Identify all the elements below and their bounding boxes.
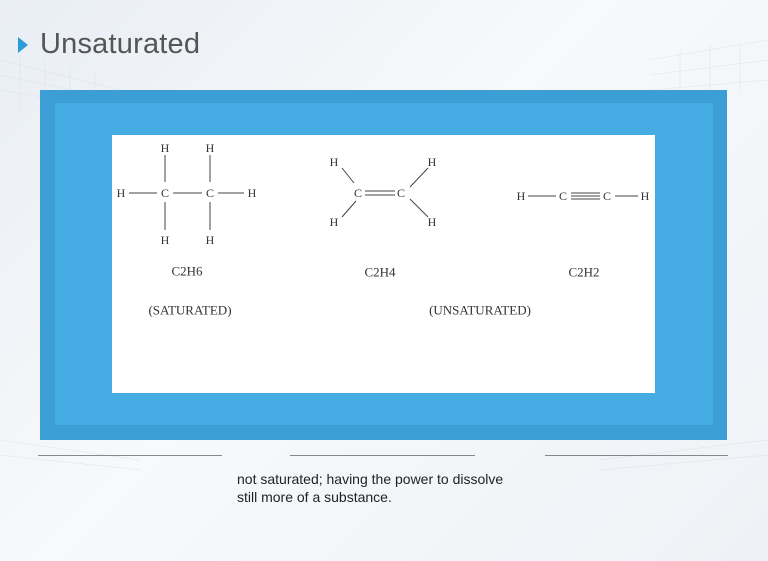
unsaturated-label: (UNSATURATED) [429, 303, 531, 318]
atom-c: C [397, 186, 405, 200]
atom-h: H [206, 141, 215, 155]
atom-h: H [330, 155, 339, 169]
atom-c: C [161, 186, 169, 200]
definition-text: not saturated; having the power to disso… [237, 470, 503, 506]
divider [290, 455, 475, 456]
definition-line: not saturated; having the power to disso… [237, 471, 504, 487]
ethane-formula: C2H6 [171, 264, 203, 279]
divider [545, 455, 728, 456]
hydrocarbon-structures-figure: H H H C C H H H H H C C H H H C C H C2H6… [112, 135, 655, 393]
atom-h: H [641, 189, 650, 203]
atom-h: H [117, 186, 126, 200]
atom-h: H [161, 141, 170, 155]
atom-h: H [517, 189, 526, 203]
atom-c: C [206, 186, 214, 200]
atom-h: H [161, 233, 170, 247]
slide-title-row: Unsaturated [18, 28, 200, 61]
atom-h: H [248, 186, 257, 200]
definition-line: still more of a substance. [237, 489, 392, 505]
divider [38, 455, 222, 456]
acetylene-formula: C2H2 [568, 265, 599, 280]
atom-c: C [354, 186, 362, 200]
atom-h: H [206, 233, 215, 247]
atom-h: H [428, 155, 437, 169]
atom-c: C [603, 189, 611, 203]
atom-h: H [330, 215, 339, 229]
atom-c: C [559, 189, 567, 203]
ethylene-formula: C2H4 [364, 265, 396, 280]
slide-title: Unsaturated [40, 28, 201, 60]
triangle-bullet-icon [18, 36, 28, 53]
atom-h: H [428, 215, 437, 229]
bond-lines [129, 155, 638, 230]
saturated-label: (SATURATED) [148, 303, 231, 318]
